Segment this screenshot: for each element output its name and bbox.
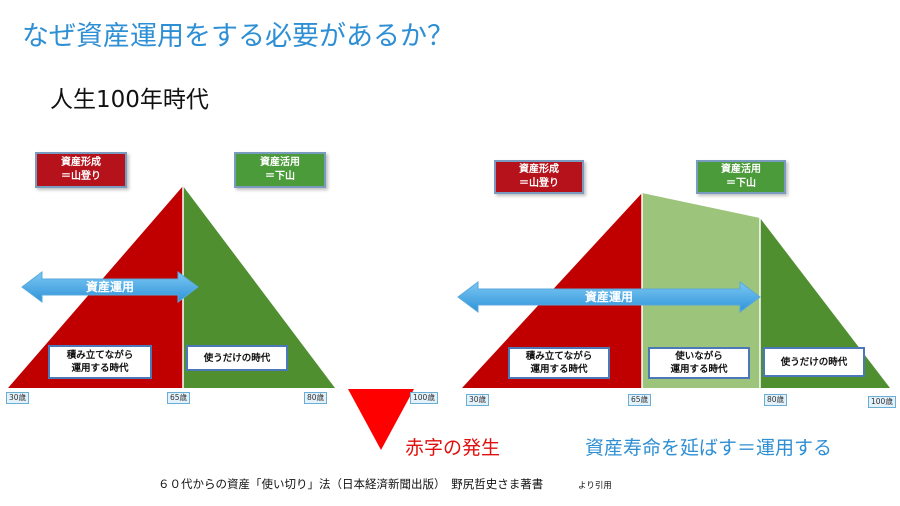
left-formation-label: 資産形成 ＝山登り: [35, 152, 127, 188]
right-utilization-label-line1: 資産活用: [721, 164, 761, 175]
left-investment-arrow: [21, 271, 199, 303]
deficit-text: 赤字の発生: [405, 437, 501, 459]
right-phase-accumulate: 積み立てながら 運用する時代: [508, 347, 610, 379]
left-phase-accumulate-line1: 積み立てながら: [66, 350, 134, 361]
left-age-80: 80歳: [304, 392, 328, 404]
left-utilization-label-line1: 資産活用: [260, 157, 300, 168]
left-arrow-label: 資産運用: [85, 280, 134, 294]
right-age-30: 30歳: [466, 394, 490, 406]
right-phase-use-invest-line2: 運用する時代: [670, 364, 728, 375]
left-age-65: 65歳: [167, 392, 191, 404]
right-phase-accumulate-line2: 運用する時代: [530, 364, 588, 375]
right-phase-use-invest-line1: 使いながら: [675, 351, 723, 362]
source-note: より引用: [578, 481, 612, 491]
slide-subtitle: 人生100年時代: [50, 87, 209, 113]
left-phase-accumulate: 積み立てながら 運用する時代: [48, 345, 152, 379]
left-mountain-descent: [183, 186, 335, 388]
left-phase-spend: 使うだけの時代: [186, 345, 288, 371]
right-mountain-descent: [760, 218, 890, 388]
extend-asset-life-text: 資産寿命を延ばす＝運用する: [585, 437, 833, 459]
right-phase-spend-line1: 使うだけの時代: [780, 356, 848, 368]
left-utilization-label: 資産活用 ＝下山: [234, 152, 326, 188]
right-utilization-label-line2: ＝下山: [726, 178, 756, 189]
source-citation: ６０代からの資産「使い切り」法（日本経済新聞出版） 野尻哲史さま著書: [158, 477, 544, 491]
deficit-triangle: [348, 389, 414, 450]
left-utilization-label-line2: ＝下山: [265, 171, 295, 182]
right-arrow-label: 資産運用: [584, 290, 633, 304]
right-phase-spend: 使うだけの時代: [763, 347, 865, 377]
left-phase-spend-line1: 使うだけの時代: [203, 352, 271, 364]
left-formation-label-line1: 資産形成: [61, 157, 101, 168]
left-age-100: 100歳: [410, 392, 438, 404]
right-formation-label-line2: ＝山登り: [519, 178, 559, 189]
right-age-100: 100歳: [868, 396, 896, 408]
right-age-65: 65歳: [628, 394, 652, 406]
left-phase-accumulate-line2: 運用する時代: [71, 363, 129, 374]
right-formation-label-line1: 資産形成: [519, 164, 559, 175]
right-phase-use-invest: 使いながら 運用する時代: [648, 347, 750, 379]
right-age-80: 80歳: [764, 394, 788, 406]
right-formation-label: 資産形成 ＝山登り: [494, 160, 584, 194]
right-utilization-label: 資産活用 ＝下山: [696, 160, 786, 194]
left-formation-label-line2: ＝山登り: [61, 171, 101, 182]
left-age-30: 30歳: [6, 392, 30, 404]
right-phase-accumulate-line1: 積み立てながら: [525, 351, 593, 362]
slide-title: なぜ資産運用をする必要があるか？: [22, 21, 454, 52]
right-investment-arrow: [457, 281, 761, 313]
